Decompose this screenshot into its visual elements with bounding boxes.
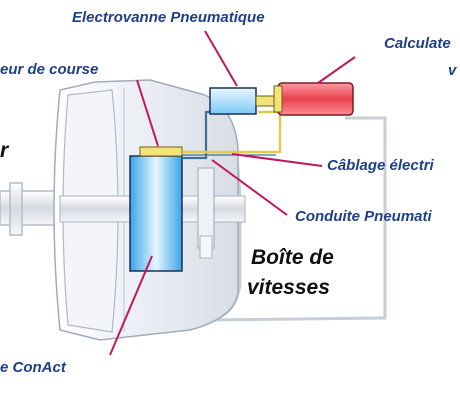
label-conact: e ConAct — [0, 359, 66, 376]
label-left-fragment: r — [0, 139, 9, 162]
shaft-flange — [9, 182, 23, 236]
pneumatic-pipe — [182, 110, 210, 160]
conact-actuator — [129, 155, 183, 272]
leader-lines — [109, 30, 356, 356]
label-conduite-pneumatique: Conduite Pneumati — [295, 208, 432, 225]
label-vitesses: vitesses — [247, 276, 330, 299]
label-electrovanne: Electrovanne Pneumatique — [72, 9, 265, 26]
label-calculateur-line2: v — [448, 62, 457, 79]
electric-wiring — [182, 110, 282, 154]
solenoid-valve — [209, 87, 257, 115]
label-calculateur: Calculate — [384, 35, 451, 52]
label-capteur-de-course: eur de course — [0, 61, 99, 78]
label-boite: Boîte de — [251, 246, 334, 269]
label-cablage-electrique: Câblage électri — [327, 157, 434, 174]
travel-sensor — [139, 146, 183, 157]
computer-unit — [277, 82, 354, 116]
